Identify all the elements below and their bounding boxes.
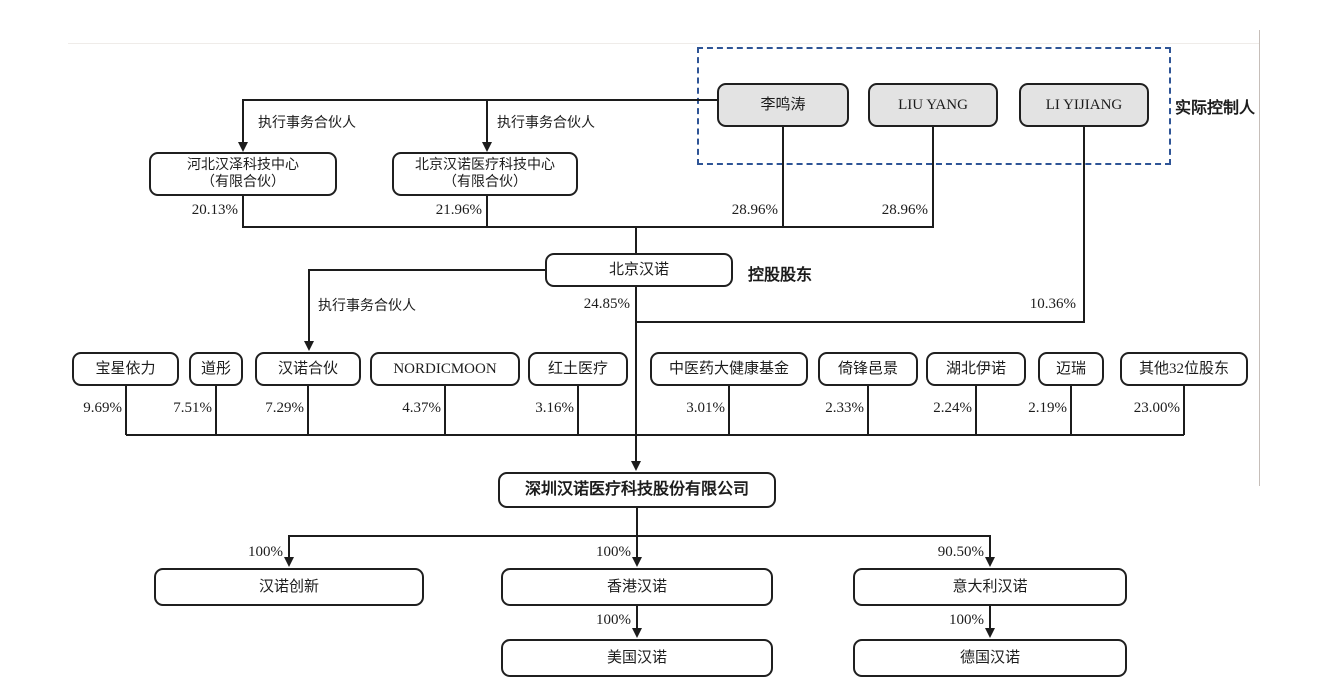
connector-sh-drop-4 xyxy=(444,386,446,435)
node-hebei-hanze: 河北汉泽科技中心 （有限合伙） xyxy=(149,152,337,196)
arrowhead-gp1 xyxy=(238,142,248,152)
arrowhead-gp2 xyxy=(482,142,492,152)
pct-usa-hannuo: 100% xyxy=(596,612,631,628)
node-germany-hannuo: 德国汉诺 xyxy=(853,639,1127,677)
node-beijing-hannuo: 北京汉诺 xyxy=(545,253,733,287)
connector-holding-gp-horizontal xyxy=(309,269,545,271)
connector-subsidiary-bus xyxy=(289,535,990,537)
executive-partner-label-1: 执行事务合伙人 xyxy=(258,116,356,131)
node-italy-hannuo: 意大利汉诺 xyxy=(853,568,1127,606)
pct-yifeng-yijing: 2.33% xyxy=(825,400,864,416)
connector-sh-drop-10 xyxy=(1183,386,1185,435)
connector-sh-drop-5 xyxy=(577,386,579,435)
connector-shareholder-bus xyxy=(126,434,1184,436)
node-mairui: 迈瑞 xyxy=(1038,352,1104,386)
pct-italy-hannuo: 90.50% xyxy=(937,544,984,560)
connector-hk-to-usa xyxy=(636,606,638,628)
pct-germany-hannuo: 100% xyxy=(949,612,984,628)
pct-hannuo-innovation: 100% xyxy=(248,544,283,560)
node-other-32-shareholders: 其他32位股东 xyxy=(1120,352,1248,386)
connector-issuer-down xyxy=(636,508,638,536)
pct-nordicmoon: 4.37% xyxy=(402,400,441,416)
node-li-mingtao: 李鸣涛 xyxy=(717,83,849,127)
node-hongkong-hannuo: 香港汉诺 xyxy=(501,568,773,606)
connector-limingtao-drop xyxy=(782,127,784,228)
node-yifeng-yijing: 倚锋邑景 xyxy=(818,352,918,386)
connector-liuyang-drop xyxy=(932,127,934,228)
node-baoxing-yili: 宝星依力 xyxy=(72,352,179,386)
connector-sub3-drop xyxy=(989,535,991,558)
pct-li-mingtao: 28.96% xyxy=(731,202,778,218)
pct-beijing-hannuo-center: 21.96% xyxy=(435,202,482,218)
pct-tcm-health-fund: 3.01% xyxy=(686,400,725,416)
executive-partner-label-2: 执行事务合伙人 xyxy=(497,116,595,131)
pct-daotong: 7.51% xyxy=(173,400,212,416)
node-hannuo-innovation: 汉诺创新 xyxy=(154,568,424,606)
arrowhead-sub2 xyxy=(632,557,642,567)
connector-sh-drop-7 xyxy=(867,386,869,435)
node-nordicmoon: NORDICMOON xyxy=(370,352,520,386)
node-beijing-hannuo-center: 北京汉诺医疗科技中心 （有限合伙） xyxy=(392,152,578,196)
connector-gp2-vertical xyxy=(486,99,488,143)
pct-other-32-shareholders: 23.00% xyxy=(1133,400,1180,416)
actual-controllers-label: 实际控制人 xyxy=(1175,100,1256,117)
arrowhead-sub3 xyxy=(985,557,995,567)
node-issuer: 深圳汉诺医疗科技股份有限公司 xyxy=(498,472,776,508)
connector-sh-drop-9 xyxy=(1070,386,1072,435)
connector-sh-drop-2 xyxy=(215,386,217,435)
pct-baoxing-yili: 9.69% xyxy=(83,400,122,416)
arrowhead-usa xyxy=(632,628,642,638)
node-liu-yang: LIU YANG xyxy=(868,83,998,127)
connector-liyijiang-collector xyxy=(636,321,1085,323)
arrowhead-germany xyxy=(985,628,995,638)
connector-sh-drop-8 xyxy=(975,386,977,435)
connector-sh-drop-6 xyxy=(728,386,730,435)
page-top-border-line xyxy=(68,43,1259,44)
executive-partner-label-3: 执行事务合伙人 xyxy=(318,299,416,314)
connector-bjcenter-drop xyxy=(486,196,488,228)
connector-ownership-bus xyxy=(243,226,933,228)
arrowhead-sub1 xyxy=(284,557,294,567)
node-tcm-health-fund: 中医药大健康基金 xyxy=(650,352,808,386)
pct-beijing-hannuo: 24.85% xyxy=(583,296,630,312)
controlling-shareholder-label: 控股股东 xyxy=(748,267,813,284)
actual-controllers-dashed-group xyxy=(697,47,1171,165)
node-usa-hannuo: 美国汉诺 xyxy=(501,639,773,677)
pct-liu-yang: 28.96% xyxy=(881,202,928,218)
arrowhead-issuer xyxy=(631,461,641,471)
pct-hebei-hanze: 20.13% xyxy=(191,202,238,218)
connector-sub2-drop xyxy=(636,535,638,558)
page-right-border-line xyxy=(1259,30,1260,486)
connector-liyijiang-drop xyxy=(1083,127,1085,323)
node-daotong: 道彤 xyxy=(189,352,243,386)
arrowhead-gp3 xyxy=(304,341,314,351)
connector-holding-to-issuer xyxy=(635,287,637,462)
node-hubei-yinuo: 湖北伊诺 xyxy=(926,352,1026,386)
pct-hongkong-hannuo: 100% xyxy=(596,544,631,560)
connector-bus-to-holding xyxy=(635,226,637,254)
connector-top-horizontal xyxy=(243,99,717,101)
node-li-yijiang: LI YIJIANG xyxy=(1019,83,1149,127)
pct-li-yijiang: 10.36% xyxy=(1029,296,1076,312)
connector-gp1-vertical xyxy=(242,99,244,143)
connector-hebei-drop xyxy=(242,196,244,228)
node-hannuo-partnership: 汉诺合伙 xyxy=(255,352,361,386)
pct-hannuo-partnership: 7.29% xyxy=(265,400,304,416)
connector-holding-gp-vertical xyxy=(308,269,310,342)
connector-sub1-drop xyxy=(288,535,290,558)
pct-hongtu-medical: 3.16% xyxy=(535,400,574,416)
node-hongtu-medical: 红土医疗 xyxy=(528,352,628,386)
connector-italy-to-germany xyxy=(989,606,991,628)
pct-mairui: 2.19% xyxy=(1028,400,1067,416)
connector-sh-drop-1 xyxy=(125,386,127,435)
connector-sh-drop-3 xyxy=(307,386,309,435)
pct-hubei-yinuo: 2.24% xyxy=(933,400,972,416)
